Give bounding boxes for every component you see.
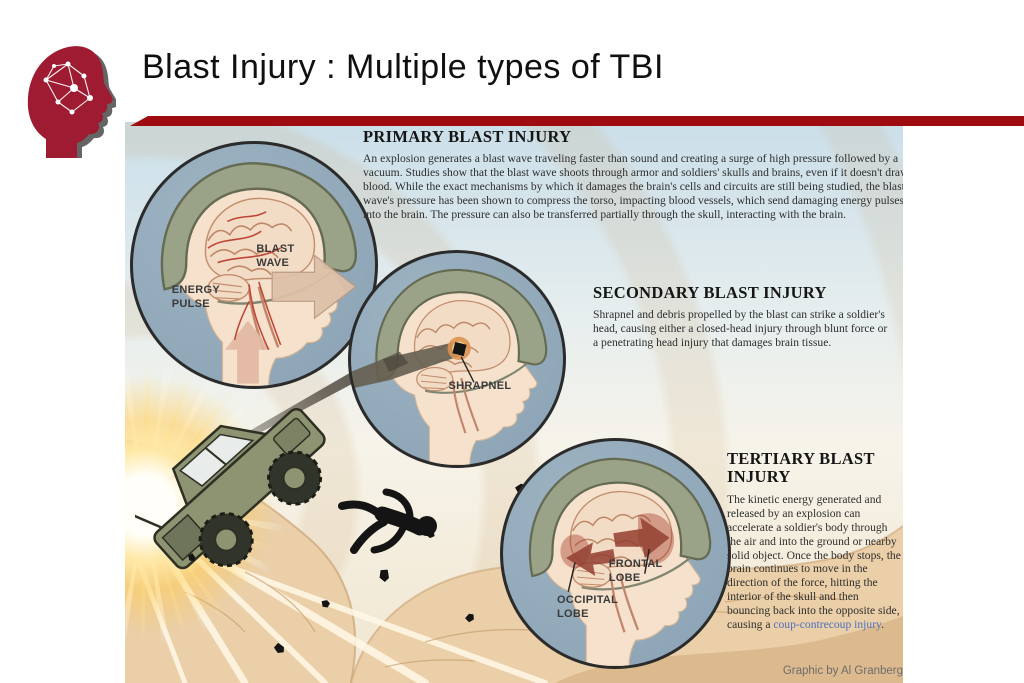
tertiary-blast-body-period: . <box>881 618 885 632</box>
frontal-lobe-label: FRONTAL LOBE <box>608 558 663 584</box>
primary-blast-body: An explosion generates a blast wave trav… <box>363 152 903 222</box>
shrapnel-label: SHRAPNEL <box>448 380 512 393</box>
brain-network-logo-icon <box>27 46 116 158</box>
tertiary-blast-heading: TERTIARY BLAST INJURY <box>727 449 875 487</box>
primary-blast-heading: PRIMARY BLAST INJURY <box>363 127 572 146</box>
primary-blast-illustration: BLAST WAVE ENERGY PULSE <box>130 141 378 389</box>
tertiary-blast-section: TERTIARY BLAST INJURY The kinetic energy… <box>727 449 903 632</box>
title-underline <box>130 116 1024 126</box>
primary-blast-section: PRIMARY BLAST INJURY An explosion genera… <box>363 127 903 222</box>
blast-injury-infographic: BLAST WAVE ENERGY PULSE SHRAPNEL <box>125 122 903 683</box>
secondary-blast-heading: SECONDARY BLAST INJURY <box>593 283 827 302</box>
tertiary-blast-illustration: FRONTAL LOBE OCCIPITAL LOBE <box>500 438 731 669</box>
thrown-soldier-silhouette <box>338 488 437 554</box>
secondary-blast-section: SECONDARY BLAST INJURY Shrapnel and debr… <box>593 283 893 350</box>
page-title: Blast Injury : Multiple types of TBI <box>142 48 664 86</box>
energy-pulse-label: ENERGY PULSE <box>171 284 220 311</box>
occipital-lobe-label: OCCIPITAL LOBE <box>557 594 619 620</box>
flying-vehicle-silhouette <box>135 408 326 570</box>
explosion-starburst <box>125 355 295 655</box>
secondary-blast-body: Shrapnel and debris propelled by the bla… <box>593 308 888 350</box>
tertiary-blast-body-text: The kinetic energy generated and release… <box>727 492 901 632</box>
tertiary-blast-body: The kinetic energy generated and release… <box>727 493 903 632</box>
graphic-credit: Graphic by Al Granberg <box>782 665 903 677</box>
coup-contrecoup-link[interactable]: coup-contrecoup injury <box>773 618 882 632</box>
blast-wave-label: BLAST WAVE <box>256 243 295 269</box>
secondary-blast-illustration: SHRAPNEL <box>348 250 566 468</box>
